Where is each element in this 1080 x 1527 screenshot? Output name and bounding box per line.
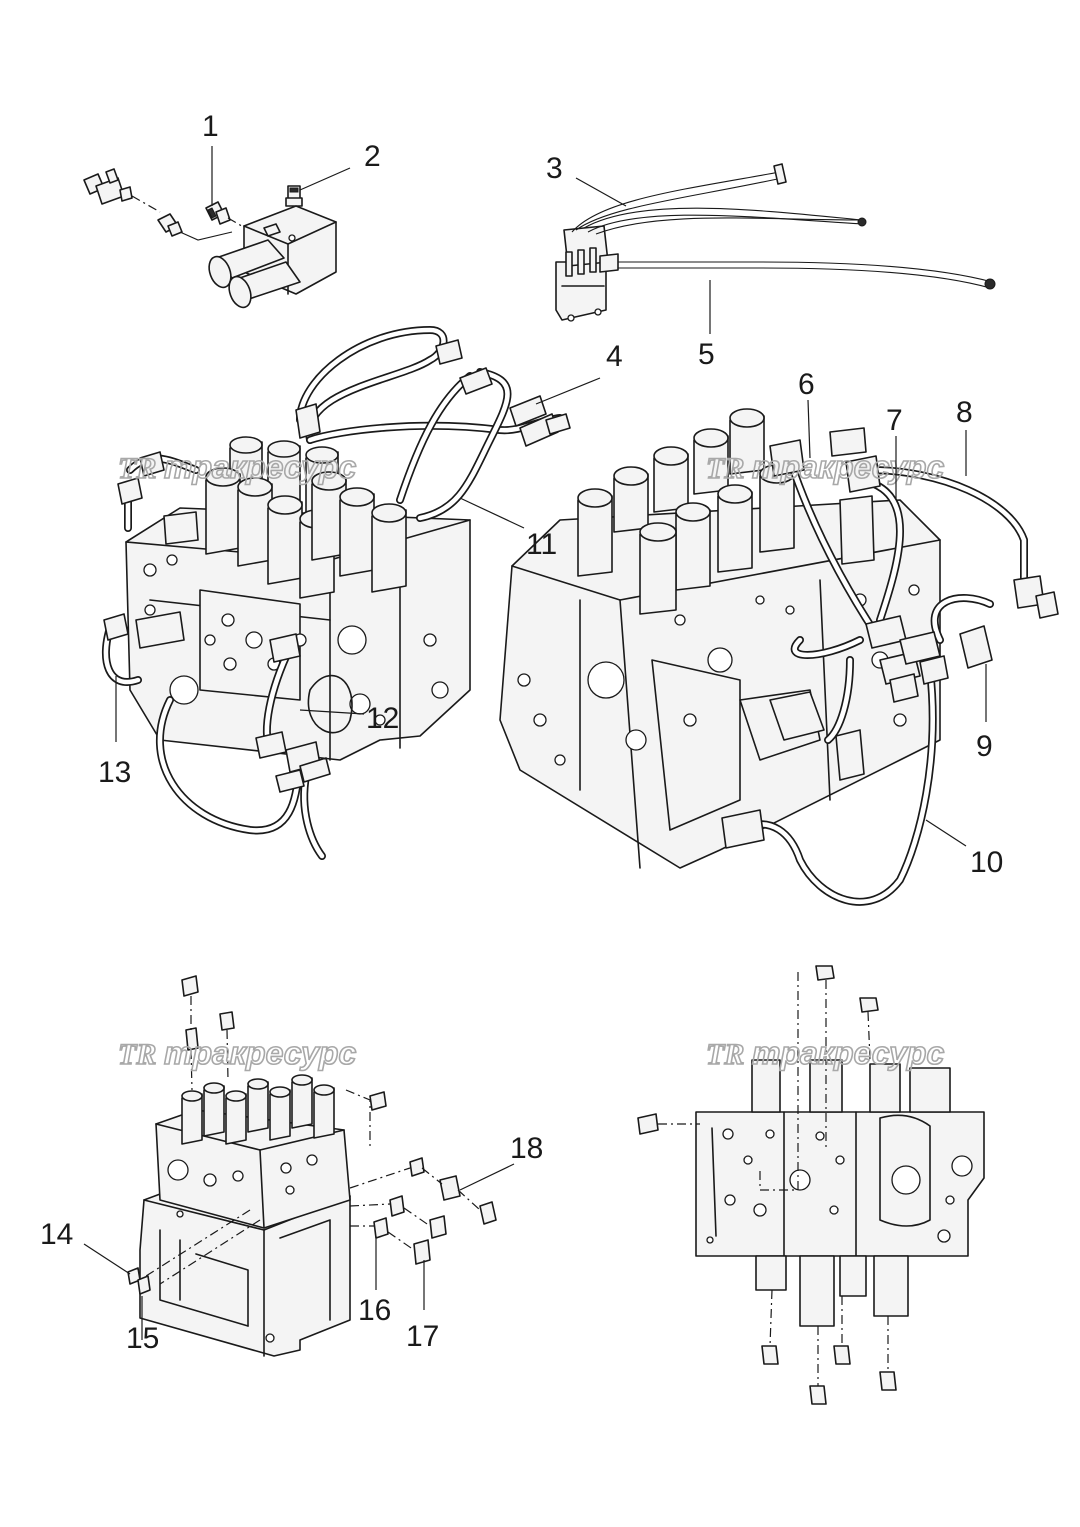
watermark-text: тракресурс (752, 1035, 944, 1071)
hose-8 (866, 466, 1028, 584)
solenoid-row-frame (181, 1074, 335, 1145)
watermark-text: тракресурс (164, 449, 356, 485)
solenoid-row-front (205, 467, 407, 599)
sensor-harness-assembly (555, 163, 996, 322)
hose-10 (746, 666, 937, 906)
hose-6 (786, 456, 884, 644)
tee-fitting (83, 168, 133, 205)
watermark-bottom-left: TR тракресурс (117, 1034, 357, 1072)
callout-10: 10 (970, 846, 1003, 879)
manifold-block-assembly (83, 168, 337, 309)
watermark-text: тракресурс (752, 449, 944, 485)
callout-15: 15 (126, 1322, 159, 1355)
left-valve-assembly (101, 326, 571, 860)
union-fitting (157, 213, 183, 237)
callout-6: 6 (798, 368, 815, 401)
callout-16: 16 (358, 1294, 391, 1327)
right-valve-assembly (499, 408, 1059, 906)
callout-9: 9 (976, 730, 993, 763)
callout-17: 17 (406, 1320, 439, 1353)
callout-numbers: 1 2 3 4 5 6 7 8 9 10 11 12 13 14 15 16 1… (40, 110, 1003, 1355)
callout-4: 4 (606, 340, 623, 373)
hose-11 (396, 368, 512, 522)
callout-14: 14 (40, 1218, 73, 1251)
leader-lines (83, 146, 987, 1340)
watermark-text: тракресурс (164, 1035, 356, 1071)
callout-18: 18 (510, 1132, 543, 1165)
callout-8: 8 (956, 396, 973, 429)
frame-valve-assembly (127, 975, 497, 1357)
fitting-1 (205, 201, 231, 225)
callout-1: 1 (202, 110, 219, 143)
watermark-top-right: TR тракресурс (705, 448, 945, 486)
watermark-logo: TR (706, 452, 744, 485)
solenoid-row-right (577, 408, 795, 615)
callout-13: 13 (98, 756, 131, 789)
watermark-logo: TR (706, 1038, 744, 1071)
watermark-logo: TR (118, 452, 156, 485)
watermark-bottom-right: TR тракресурс (705, 1034, 945, 1072)
callout-11: 11 (526, 528, 557, 561)
callout-2: 2 (364, 140, 381, 173)
front-view-valve-assembly (637, 965, 985, 1405)
callout-3: 3 (546, 152, 563, 185)
watermark-top-left: TR тракресурс (117, 448, 357, 486)
watermark-logo: TR (118, 1038, 156, 1071)
callout-7: 7 (886, 404, 903, 437)
callout-5: 5 (698, 338, 715, 371)
callout-12: 12 (366, 702, 399, 735)
fitting-2 (285, 185, 303, 207)
